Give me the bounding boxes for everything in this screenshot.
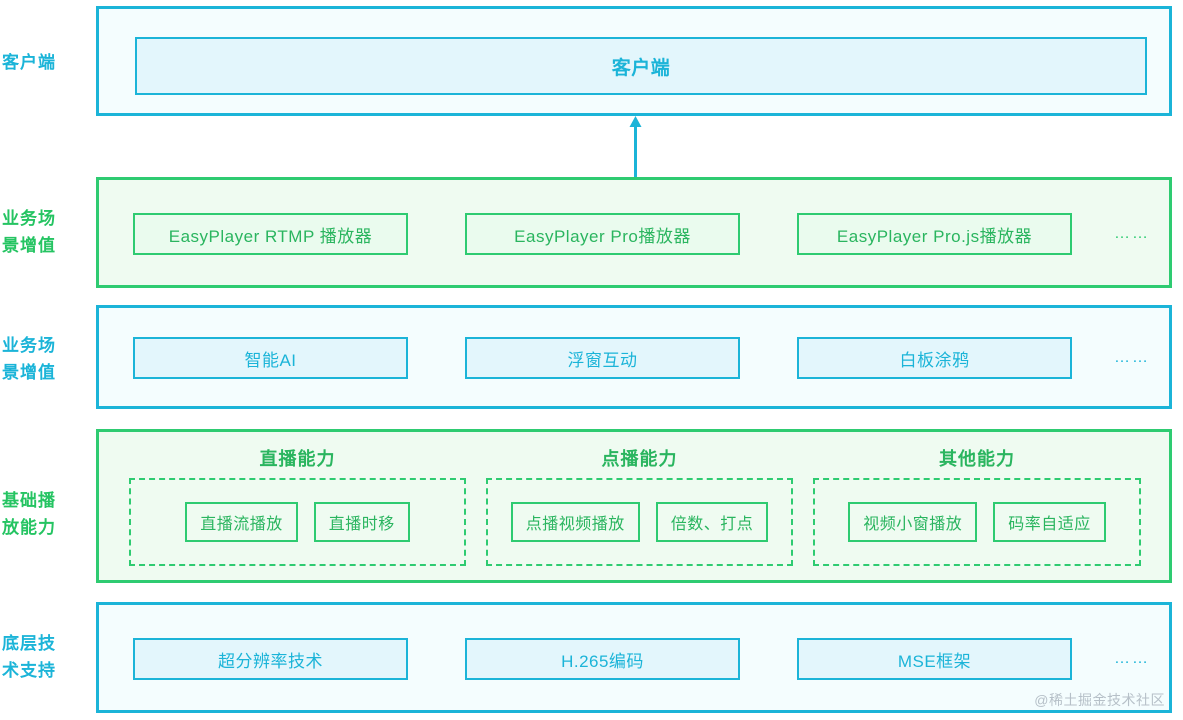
basic-group-vod-chips: 点播视频播放 倍数、打点 [486,478,793,566]
upward-arrow-icon [629,116,642,178]
band-player: EasyPlayer RTMP 播放器 EasyPlayer Pro播放器 Ea… [96,177,1172,288]
client-box[interactable]: 客户端 [135,37,1147,95]
chip-live-stream-play[interactable]: 直播流播放 [185,502,298,542]
chip-vod-video-play[interactable]: 点播视频播放 [510,502,640,542]
chip-live-timeshift[interactable]: 直播时移 [313,502,410,542]
band-base: 超分辨率技术 H.265编码 MSE框架 …… [96,602,1172,713]
value-item-whiteboard[interactable]: 白板涂鸦 [797,337,1072,379]
chip-mini-window-play[interactable]: 视频小窗播放 [848,502,978,542]
band-value: 智能AI 浮窗互动 白板涂鸦 …… [96,305,1172,409]
basic-group-live: 直播能力 直播流播放 直播时移 [129,444,466,574]
basic-group-other: 其他能力 视频小窗播放 码率自适应 [813,444,1141,574]
value-item-ai[interactable]: 智能AI [133,337,408,379]
player-more-ellipsis: …… [1114,225,1150,242]
basic-group-live-chips: 直播流播放 直播时移 [129,478,466,566]
base-item-mse[interactable]: MSE框架 [797,638,1072,680]
player-item-projs[interactable]: EasyPlayer Pro.js播放器 [797,213,1072,255]
basic-group-live-title: 直播能力 [259,449,336,469]
chip-vod-speed-marker[interactable]: 倍数、打点 [655,502,769,542]
player-item-rtmp[interactable]: EasyPlayer RTMP 播放器 [133,213,408,255]
band-client: 客户端 [96,6,1172,116]
base-more-ellipsis: …… [1114,650,1150,667]
base-item-super-resolution[interactable]: 超分辨率技术 [133,638,408,680]
row-label-value: 业务场 景增值 [2,336,56,382]
basic-group-other-title: 其他能力 [939,449,1015,469]
base-item-h265[interactable]: H.265编码 [465,638,740,680]
row-label-base: 底层技 术支持 [2,634,56,680]
row-label-client: 客户端 [2,53,56,72]
basic-group-other-chips: 视频小窗播放 码率自适应 [813,478,1141,566]
row-label-basic: 基础播 放能力 [2,491,56,537]
player-item-pro[interactable]: EasyPlayer Pro播放器 [465,213,740,255]
band-basic: 直播能力 直播流播放 直播时移 点播能力 点播视频播放 倍数、打点 其他能力 视… [96,429,1172,583]
basic-group-vod-title: 点播能力 [601,449,678,469]
value-more-ellipsis: …… [1114,349,1150,366]
value-item-floating-window[interactable]: 浮窗互动 [465,337,740,379]
watermark: @稀土掘金技术社区 [1034,692,1165,708]
chip-adaptive-bitrate[interactable]: 码率自适应 [993,502,1106,542]
row-label-player: 业务场 景增值 [2,209,56,255]
basic-group-vod: 点播能力 点播视频播放 倍数、打点 [486,444,793,574]
